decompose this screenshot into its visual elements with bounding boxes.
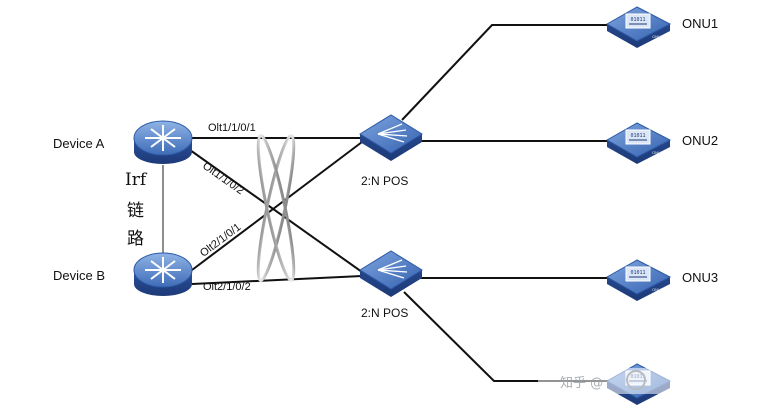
protection-ring-right <box>256 134 296 282</box>
link-pos-top-onu1 <box>401 24 612 121</box>
pos-splitter-top-icon <box>359 114 423 161</box>
irf-link-label-line3: 路 <box>127 229 144 249</box>
onu1-label: ONU1 <box>682 16 719 31</box>
pos-bottom-label: 2:N POS <box>361 306 409 320</box>
device-a-router-icon <box>133 120 193 164</box>
pos-splitter-bottom-icon <box>359 250 423 297</box>
onu3-body-text: ONU <box>652 287 661 292</box>
onu2-body-text: ONU <box>652 150 661 155</box>
onu1-chip-text: 01011 <box>630 17 645 23</box>
link-b-pos-bottom <box>191 275 363 285</box>
onu3-chip-text: 01011 <box>630 270 645 276</box>
watermark-logo-icon <box>626 370 646 390</box>
watermark-band <box>538 368 688 394</box>
device-b-router-icon <box>133 252 193 296</box>
onu2-icon: 01011 ONU <box>605 122 672 164</box>
device-a-label: Device A <box>53 136 105 151</box>
irf-link-label-line1: Irf <box>125 170 147 190</box>
irf-link-label-line2: 链 <box>127 201 144 221</box>
link-pos-bottom-onu4 <box>403 291 612 382</box>
device-b-label: Device B <box>53 268 106 283</box>
pos-top-label: 2:N POS <box>361 174 409 188</box>
onu3-icon: 01011 ONU <box>605 259 672 301</box>
onu2-label: ONU2 <box>682 133 719 148</box>
onu1-icon: 01011 ONU <box>605 6 672 48</box>
onu1-body-text: ONU <box>652 34 661 39</box>
watermark-text: 知乎 @ <box>560 376 604 391</box>
port-label-olt2-1-0-2: Olt2/1/0/2 <box>203 281 251 293</box>
port-label-olt1-1-0-1: Olt1/1/0/1 <box>208 122 256 134</box>
link-b-pos-top <box>191 141 363 271</box>
onu3-label: ONU3 <box>682 270 719 285</box>
onu2-chip-text: 01011 <box>630 133 645 139</box>
link-a-pos-bottom <box>189 149 363 273</box>
